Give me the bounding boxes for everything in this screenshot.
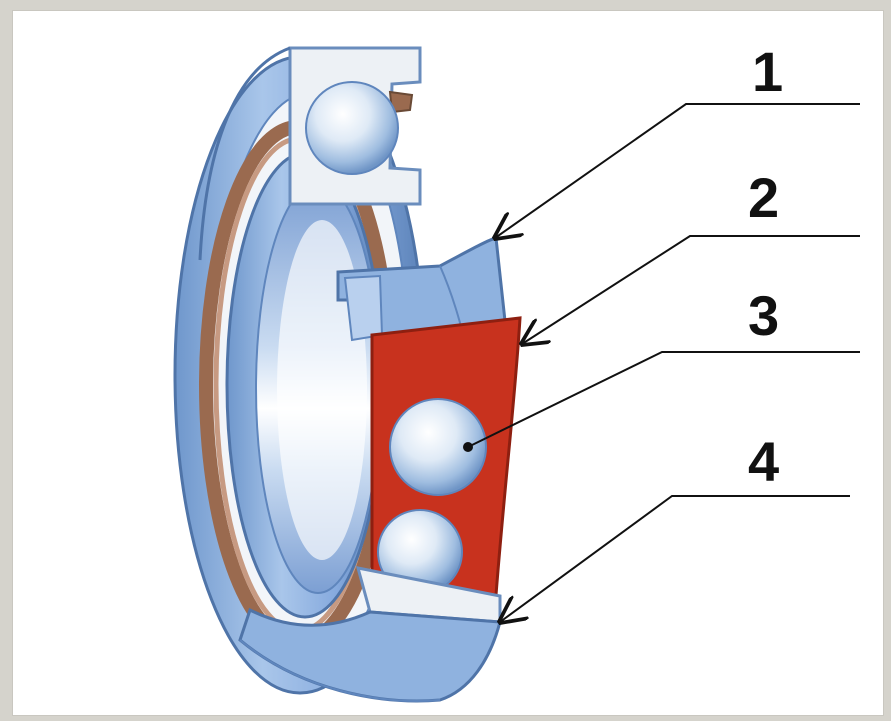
callout-label-4: 4 [748, 434, 779, 490]
leader-line-2 [522, 236, 860, 344]
callout-label-2: 2 [748, 170, 779, 226]
inner-ring-back [227, 153, 383, 617]
callout-label-1: 1 [752, 44, 783, 100]
leader-lines [463, 104, 860, 622]
leader-line-1 [495, 104, 860, 238]
leader-line-4 [500, 496, 850, 622]
leader-dot-3 [463, 442, 473, 452]
leader-line-3 [468, 352, 860, 447]
callout-label-3: 3 [748, 288, 779, 344]
